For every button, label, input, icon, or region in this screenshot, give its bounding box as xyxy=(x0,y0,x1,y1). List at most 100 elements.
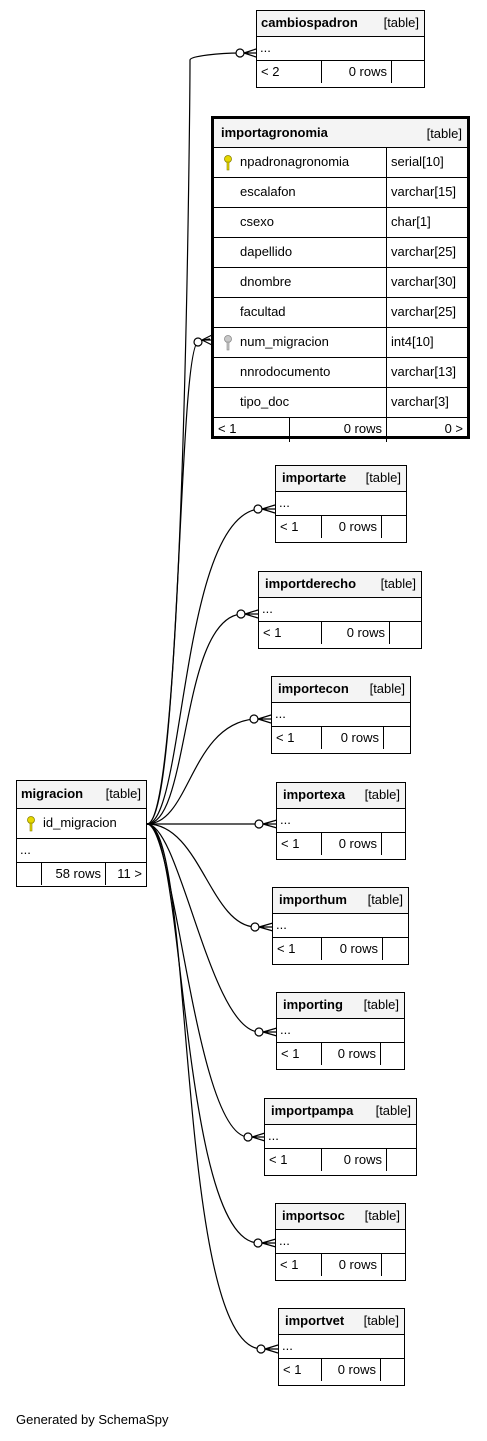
row-count: 0 rows xyxy=(321,1149,386,1171)
column-row-facultad[interactable]: facultad varchar[25] xyxy=(214,298,467,328)
edge-importvet xyxy=(146,823,262,1350)
table-name[interactable]: importecon xyxy=(278,681,349,696)
column-name: nnrodocumento xyxy=(240,364,331,379)
parents-count: < 1 xyxy=(218,421,237,436)
column-type: serial[10] xyxy=(386,148,469,177)
table-header: importhum [table] xyxy=(273,888,408,914)
edge-importagronomia-crowfoot xyxy=(201,334,213,346)
table-kind: [table] xyxy=(363,1313,399,1328)
row-count: 0 rows xyxy=(289,418,386,442)
column-name: csexo xyxy=(240,214,274,229)
parents-count: < 1 xyxy=(280,1257,299,1272)
column-row-dapellido[interactable]: dapellido varchar[25] xyxy=(214,238,467,268)
column-type: varchar[25] xyxy=(386,298,469,327)
table-name[interactable]: importderecho xyxy=(265,576,357,591)
table-importhum[interactable]: importhum [table] ... < 1 0 rows xyxy=(272,887,409,965)
table-importagronomia[interactable]: importagronomia [table] npadronagronomia… xyxy=(211,116,470,442)
column-row-csexo[interactable]: csexo char[1] xyxy=(214,208,467,238)
table-name[interactable]: importpampa xyxy=(271,1103,354,1118)
edge-importvet-crowfoot xyxy=(264,1344,279,1354)
column-row-npadronagronomia[interactable]: npadronagronomia serial[10] xyxy=(214,148,467,178)
table-footer: < 1 0 rows xyxy=(259,622,421,644)
table-header: importpampa [table] xyxy=(265,1099,416,1125)
columns-ellipsis: ... xyxy=(277,809,405,833)
table-kind: [table] xyxy=(365,470,401,485)
column-row-tipo-doc[interactable]: tipo_doc varchar[3] xyxy=(214,388,467,418)
table-name[interactable]: importsoc xyxy=(282,1208,345,1223)
table-name[interactable]: importing xyxy=(283,997,343,1012)
table-importvet[interactable]: importvet [table] ... < 1 0 rows xyxy=(278,1308,405,1386)
table-footer: < 1 0 rows xyxy=(279,1359,404,1381)
children-count xyxy=(380,1359,404,1381)
table-importing[interactable]: importing [table] ... < 1 0 rows xyxy=(276,992,405,1070)
table-importecon[interactable]: importecon [table] ... < 1 0 rows xyxy=(271,676,411,754)
column-row-nnrodocumento[interactable]: nnrodocumento varchar[13] xyxy=(214,358,467,388)
edge-importderecho-optional-marker xyxy=(236,609,246,619)
foreign-key-icon xyxy=(224,335,232,351)
column-name: npadronagronomia xyxy=(240,154,350,169)
edge-importpampa xyxy=(146,823,249,1138)
table-name[interactable]: importvet xyxy=(285,1313,345,1328)
table-kind: [table] xyxy=(426,126,462,141)
columns-ellipsis: ... xyxy=(273,914,408,938)
table-name[interactable]: importarte xyxy=(282,470,347,485)
column-type: varchar[30] xyxy=(386,268,469,297)
children-count xyxy=(381,1254,405,1276)
children-count xyxy=(383,727,410,749)
table-name[interactable]: importexa xyxy=(283,787,346,802)
edge-cambiospadron-optional-marker xyxy=(235,48,245,58)
table-name[interactable]: importagronomia xyxy=(221,125,328,140)
table-name[interactable]: migracion xyxy=(21,786,84,801)
row-count: 0 rows xyxy=(321,938,382,960)
column-type: varchar[13] xyxy=(386,358,469,387)
column-row-dnombre[interactable]: dnombre varchar[30] xyxy=(214,268,467,298)
edge-importpampa-optional-marker xyxy=(243,1132,253,1142)
table-header: importexa [table] xyxy=(277,783,405,809)
table-importpampa[interactable]: importpampa [table] ... < 1 0 rows xyxy=(264,1098,417,1176)
table-footer: < 1 0 rows xyxy=(265,1149,416,1171)
columns-ellipsis: ... xyxy=(279,1335,404,1359)
children-count xyxy=(389,622,421,644)
table-importderecho[interactable]: importderecho [table] ... < 1 0 rows xyxy=(258,571,422,649)
column-name: facultad xyxy=(240,304,286,319)
edge-importing xyxy=(146,823,260,1033)
table-name[interactable]: importhum xyxy=(279,892,347,907)
column-name: num_migracion xyxy=(240,334,329,349)
table-importarte[interactable]: importarte [table] ... < 1 0 rows xyxy=(275,465,407,543)
table-footer: < 1 0 rows xyxy=(277,1043,404,1065)
parents-count: < 1 xyxy=(276,730,295,745)
table-importsoc[interactable]: importsoc [table] ... < 1 0 rows xyxy=(275,1203,406,1281)
table-kind: [table] xyxy=(375,1103,411,1118)
table-importexa[interactable]: importexa [table] ... < 1 0 rows xyxy=(276,782,406,860)
column-row-escalafon[interactable]: escalafon varchar[15] xyxy=(214,178,467,208)
table-kind: [table] xyxy=(105,786,141,801)
edge-importing-optional-marker xyxy=(254,1027,264,1037)
edge-importecon-crowfoot xyxy=(257,714,272,724)
columns-ellipsis: ... xyxy=(277,1019,404,1043)
table-name[interactable]: cambiospadron xyxy=(261,15,358,30)
column-name: escalafon xyxy=(240,184,296,199)
table-kind: [table] xyxy=(367,892,403,907)
column-type: int4[10] xyxy=(386,328,469,357)
table-kind: [table] xyxy=(364,787,400,802)
column-row-id-migracion[interactable]: id_migracion xyxy=(17,809,146,839)
edge-cambiospadron-crowfoot xyxy=(243,48,257,58)
edge-importarte-optional-marker xyxy=(253,504,263,514)
table-kind: [table] xyxy=(363,997,399,1012)
table-cambiospadron[interactable]: cambiospadron [table] ... < 2 0 rows xyxy=(256,10,425,88)
row-count: 0 rows xyxy=(321,622,389,644)
column-name: tipo_doc xyxy=(240,394,290,409)
children-count: 0 > xyxy=(386,418,469,442)
parents-count: < 1 xyxy=(283,1362,302,1377)
columns-ellipsis: ... xyxy=(272,703,410,727)
column-name: dapellido xyxy=(240,244,293,259)
edge-importpampa-crowfoot xyxy=(251,1132,266,1142)
column-name: dnombre xyxy=(240,274,292,289)
column-row-num-migracion[interactable]: num_migracion int4[10] xyxy=(214,328,467,358)
children-count xyxy=(391,61,424,83)
row-count: 0 rows xyxy=(321,1359,380,1381)
edge-importagronomia xyxy=(146,338,211,825)
table-header: importderecho [table] xyxy=(259,572,421,598)
table-migracion[interactable]: migracion [table] id_migracion ... 58 ro… xyxy=(16,780,147,887)
table-kind: [table] xyxy=(383,15,419,30)
